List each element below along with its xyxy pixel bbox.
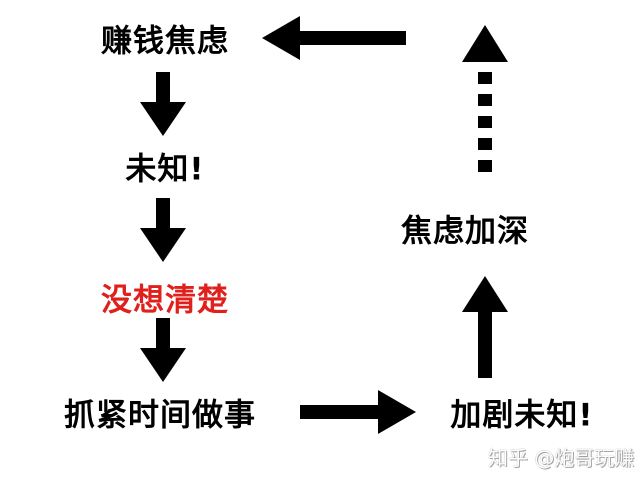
node-deepened-anxiety: 焦虑加深 — [401, 213, 529, 250]
arrow-left — [262, 16, 406, 60]
node-unknown: 未知! — [125, 151, 205, 188]
arrow-down-2 — [140, 198, 186, 262]
watermark: 知乎 @炮哥玩赚 — [488, 446, 635, 470]
arrow-down-3 — [140, 318, 186, 382]
node-money-anxiety: 赚钱焦虑 — [101, 23, 229, 60]
node-not-thought-through: 没想清楚 — [101, 282, 229, 319]
arrow-up — [462, 276, 508, 378]
node-rush-to-act: 抓紧时间做事 — [64, 397, 256, 434]
arrow-down-1 — [140, 72, 186, 136]
arrow-right — [300, 390, 416, 434]
node-increased-unknown: 加剧未知! — [450, 397, 594, 434]
dotted-arrow-up — [462, 25, 508, 172]
